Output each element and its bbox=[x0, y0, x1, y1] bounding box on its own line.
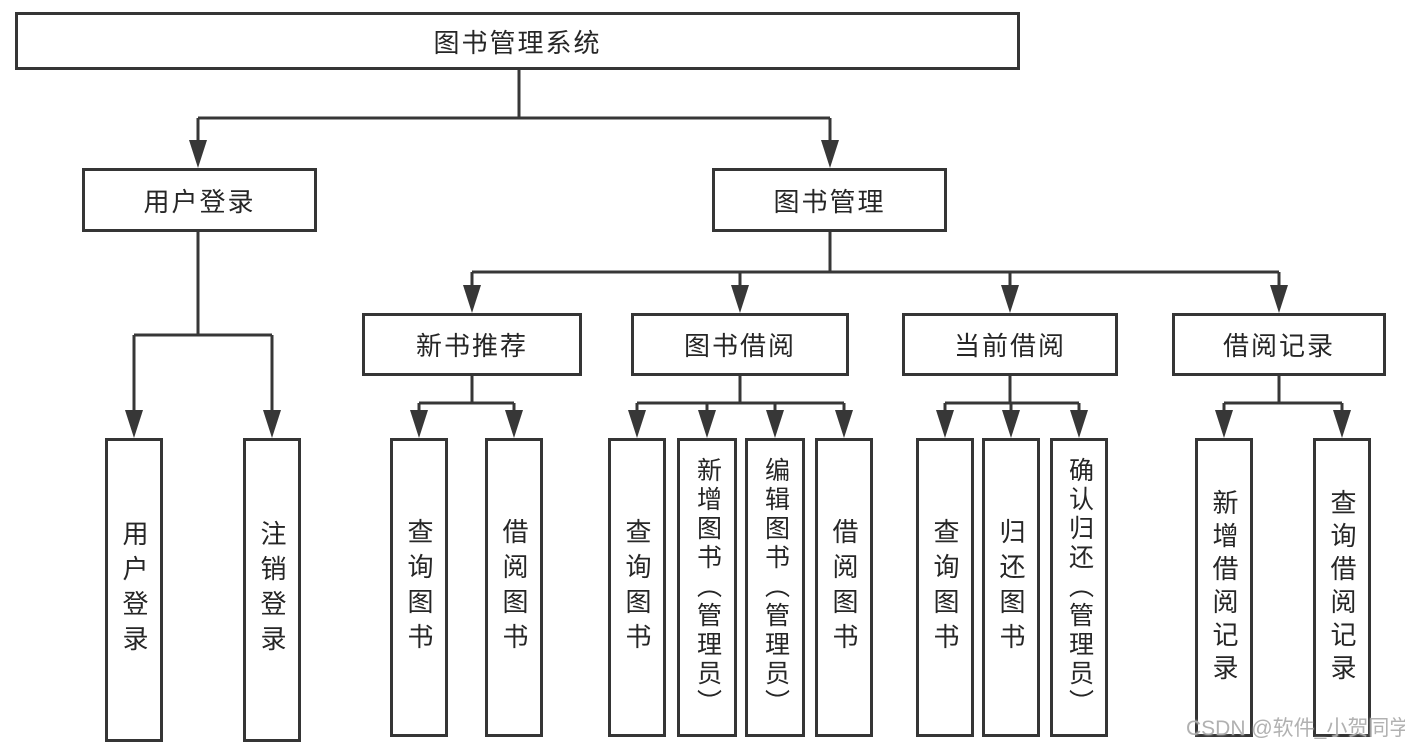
leaf-nb-borrow-books: 借阅图书 bbox=[485, 438, 543, 737]
leaf-label: 注销登录 bbox=[257, 520, 287, 660]
node-current-borrow: 当前借阅 bbox=[902, 313, 1118, 376]
leaf-cb-confirm-return-admin: 确认归还（管理员） bbox=[1050, 438, 1108, 737]
leaf-label: 用户登录 bbox=[119, 520, 149, 660]
arrowhead-icons bbox=[125, 140, 1351, 438]
leaf-label: 新增借阅记录 bbox=[1209, 488, 1239, 687]
node-new-book-recommend: 新书推荐 bbox=[362, 313, 582, 376]
leaf-label: 编辑图书（管理员） bbox=[761, 457, 790, 718]
leaf-user-login: 用户登录 bbox=[105, 438, 163, 742]
leaf-label: 归还图书 bbox=[996, 517, 1026, 658]
node-borrow-records: 借阅记录 bbox=[1172, 313, 1386, 376]
node-library-management-system: 图书管理系统 bbox=[15, 12, 1020, 70]
leaf-nb-query-books: 查询图书 bbox=[390, 438, 448, 737]
leaf-bb-add-books-admin: 新增图书（管理员） bbox=[677, 438, 737, 737]
node-book-management: 图书管理 bbox=[712, 168, 947, 232]
leaf-bb-query-books: 查询图书 bbox=[608, 438, 666, 737]
leaf-br-add-record: 新增借阅记录 bbox=[1195, 438, 1253, 737]
leaf-label: 查询图书 bbox=[930, 517, 960, 658]
leaf-logout: 注销登录 bbox=[243, 438, 301, 742]
node-user-login: 用户登录 bbox=[82, 168, 317, 232]
leaf-label: 新增图书（管理员） bbox=[693, 457, 722, 718]
node-label: 当前借阅 bbox=[953, 331, 1066, 361]
node-label: 图书借阅 bbox=[683, 331, 796, 361]
leaf-label: 确认归还（管理员） bbox=[1065, 457, 1094, 718]
csdn-watermark: CSDN @软件_小贺同学 bbox=[1186, 717, 1405, 740]
leaf-bb-edit-books-admin: 编辑图书（管理员） bbox=[745, 438, 805, 737]
node-label: 新书推荐 bbox=[415, 331, 528, 361]
node-label: 用户登录 bbox=[143, 186, 256, 217]
leaf-label: 借阅图书 bbox=[829, 517, 859, 658]
node-label: 图书管理 bbox=[773, 186, 886, 217]
leaf-br-query-record: 查询借阅记录 bbox=[1313, 438, 1371, 737]
leaf-label: 借阅图书 bbox=[499, 517, 529, 658]
leaf-cb-return-books: 归还图书 bbox=[982, 438, 1040, 737]
leaf-bb-borrow-books: 借阅图书 bbox=[815, 438, 873, 737]
leaf-cb-query-books: 查询图书 bbox=[916, 438, 974, 737]
node-label: 借阅记录 bbox=[1222, 331, 1335, 361]
leaf-label: 查询图书 bbox=[622, 517, 652, 658]
node-book-borrow: 图书借阅 bbox=[631, 313, 849, 376]
leaf-label: 查询图书 bbox=[404, 517, 434, 658]
node-label: 图书管理系统 bbox=[433, 27, 602, 58]
leaf-label: 查询借阅记录 bbox=[1327, 488, 1357, 687]
